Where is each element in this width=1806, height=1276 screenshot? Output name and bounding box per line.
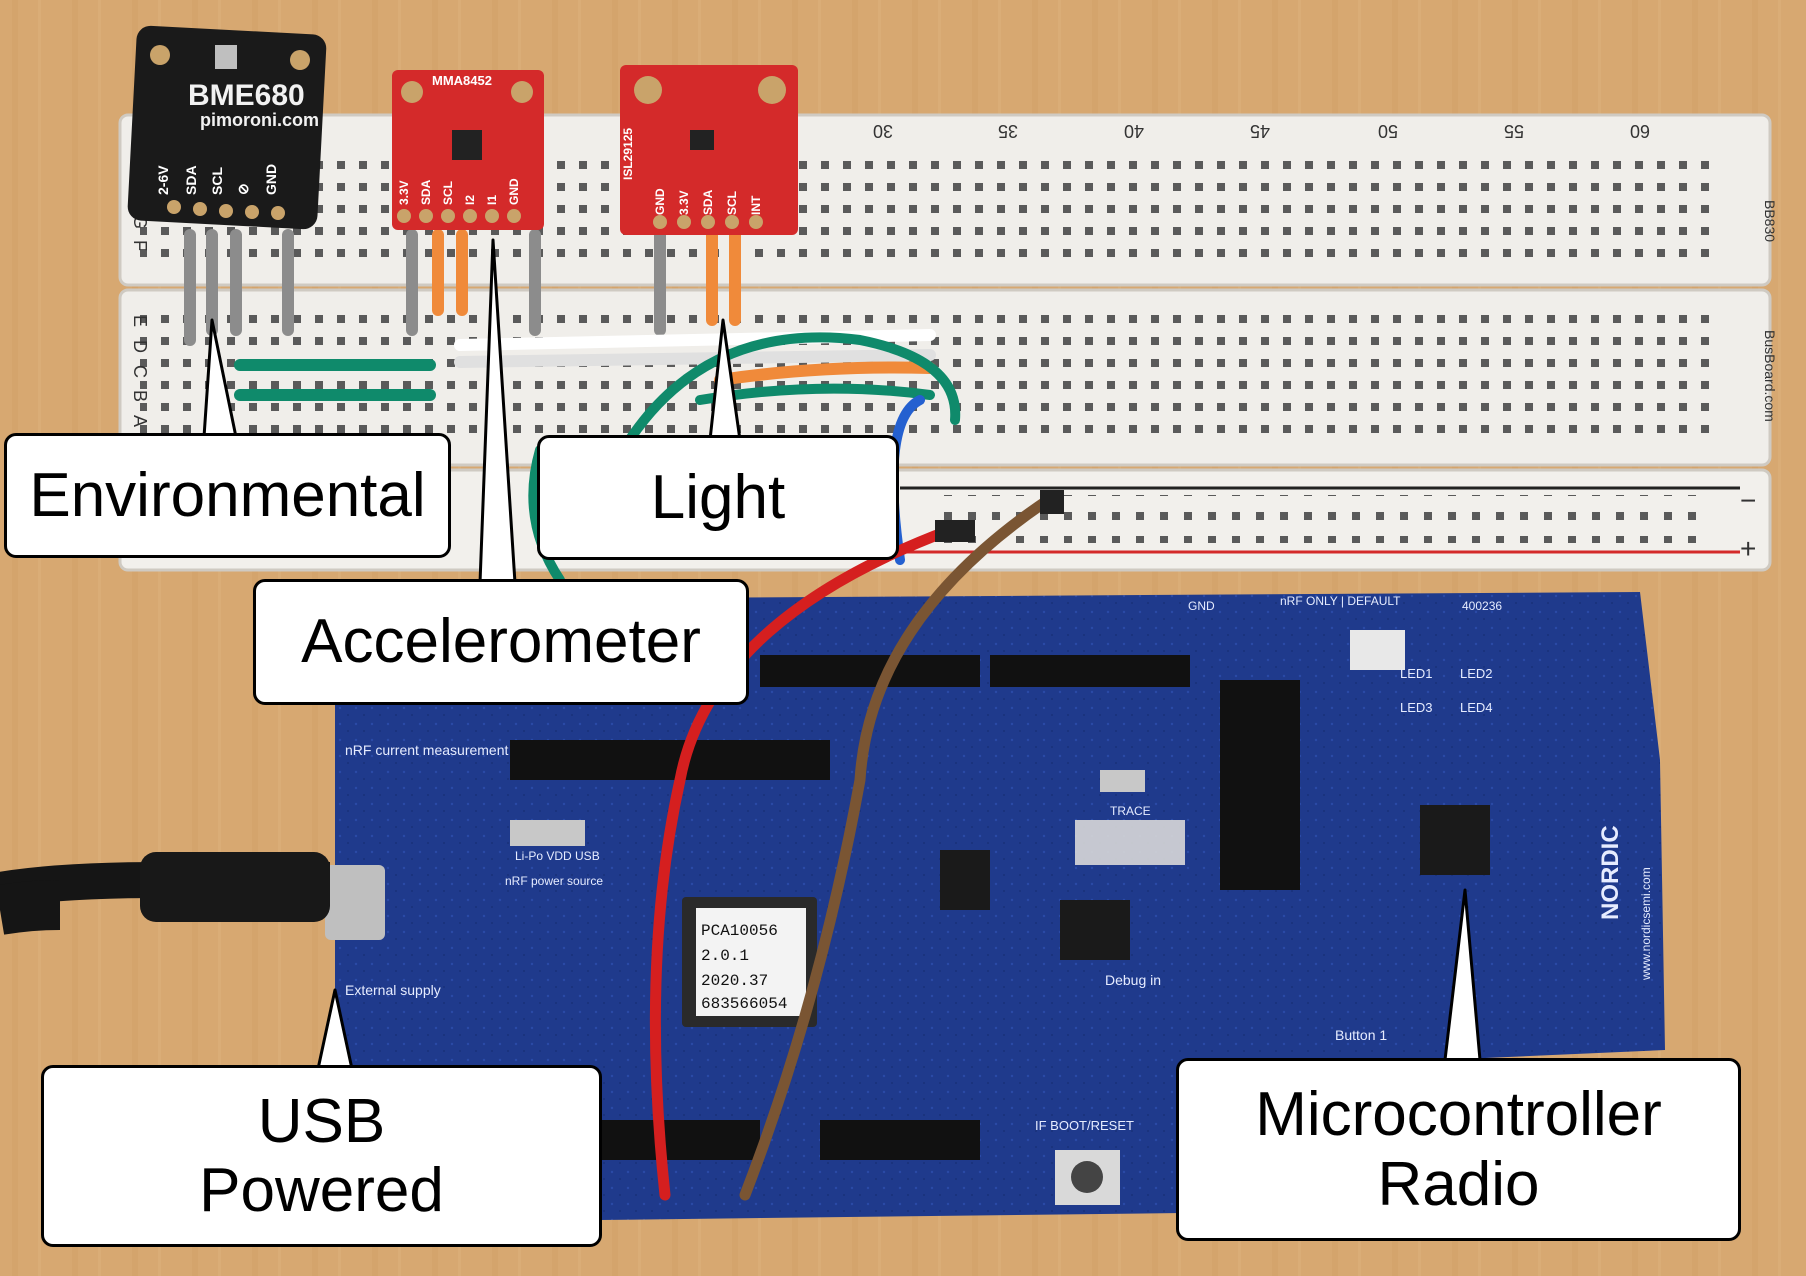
- svg-text:I1: I1: [485, 195, 499, 205]
- svg-text:55: 55: [1504, 121, 1524, 141]
- svg-text:E: E: [130, 315, 150, 327]
- svg-text:LED1: LED1: [1400, 666, 1433, 681]
- mma8452-module: MMA8452 3.3V SDA SCL I2 I1 GND: [392, 70, 544, 230]
- accelerometer-callout-label: Accelerometer: [301, 607, 701, 677]
- accelerometer-callout: Accelerometer: [253, 579, 749, 705]
- svg-text:LED4: LED4: [1460, 700, 1493, 715]
- nrf-current-label: nRF current measurement: [345, 742, 509, 758]
- svg-text:LED2: LED2: [1460, 666, 1493, 681]
- board-date-label: 2020.37: [701, 972, 768, 990]
- svg-text:ISL29125: ISL29125: [621, 128, 635, 180]
- usb-powered-callout: USB Powered: [41, 1065, 602, 1247]
- svg-text:40: 40: [1124, 121, 1144, 141]
- svg-text:SCL: SCL: [725, 191, 739, 215]
- svg-text:A: A: [130, 415, 150, 427]
- svg-text:LED3: LED3: [1400, 700, 1433, 715]
- rail-minus: −: [1740, 485, 1756, 516]
- breadboard: − + 30 35 40 45 50 55 60 H G F E D C B A…: [118, 113, 1778, 572]
- svg-text:B: B: [130, 390, 150, 402]
- bme680-module: BME680 pimoroni.com 2-6V SDA SCL ⊘ GND: [127, 25, 327, 230]
- svg-text:BME680: BME680: [188, 79, 305, 112]
- breadboard-wires: [184, 229, 961, 585]
- svg-text:30: 30: [873, 121, 893, 141]
- breadboard-model: BB830: [1762, 200, 1778, 242]
- breadboard-column-numbers: 30 35 40 45 50 55 60: [873, 121, 1650, 141]
- svg-text:C: C: [130, 365, 150, 378]
- svg-text:GND: GND: [263, 164, 279, 195]
- svg-text:3.3V: 3.3V: [677, 190, 691, 215]
- usb-powered-callout-label: USB Powered: [199, 1086, 444, 1225]
- nordic-logo-text: NORDIC: [1597, 825, 1624, 920]
- svg-text:2-6V: 2-6V: [155, 165, 171, 195]
- power-source-label: nRF power source: [505, 874, 603, 888]
- light-callout-label: Light: [650, 462, 786, 532]
- trace-label: TRACE: [1110, 804, 1151, 818]
- breadboard-brand: BusBoard.com: [1762, 330, 1778, 422]
- svg-text:SDA: SDA: [419, 179, 433, 205]
- external-supply-label: External supply: [345, 982, 441, 998]
- svg-text:SCL: SCL: [441, 181, 455, 205]
- svg-text:INT: INT: [749, 195, 763, 215]
- usb-cable: [0, 852, 330, 935]
- environmental-callout: Environmental: [4, 433, 451, 558]
- svg-text:pimoroni.com: pimoroni.com: [200, 110, 319, 130]
- svg-text:F: F: [130, 240, 150, 251]
- nrf-only-label: nRF ONLY | DEFAULT: [1280, 594, 1401, 608]
- svg-text:GND: GND: [653, 188, 667, 215]
- gnd-label: GND: [1188, 599, 1215, 613]
- board-id-label: 400236: [1462, 599, 1502, 613]
- rail-plus: +: [1740, 533, 1756, 564]
- environmental-callout-label: Environmental: [29, 460, 426, 530]
- boot-reset-label: IF BOOT/RESET: [1035, 1118, 1134, 1133]
- svg-text:I2: I2: [463, 195, 477, 205]
- button-label: Button 1: [1335, 1027, 1387, 1043]
- svg-text:D: D: [130, 340, 150, 353]
- debug-in-label: Debug in: [1105, 972, 1161, 988]
- svg-text:SDA: SDA: [183, 165, 199, 195]
- isl29125-module: ISL29125 GND 3.3V SDA SCL INT: [620, 65, 798, 235]
- svg-text:35: 35: [998, 121, 1018, 141]
- board-model-label: PCA10056: [701, 922, 778, 940]
- svg-text:GND: GND: [507, 178, 521, 205]
- power-wires: [649, 490, 1064, 1201]
- svg-text:SDA: SDA: [701, 189, 715, 215]
- svg-text:50: 50: [1378, 121, 1398, 141]
- board-version-label: 2.0.1: [701, 947, 749, 965]
- microcontroller-radio-callout-label: Microcontroller Radio: [1255, 1080, 1662, 1219]
- board-serial-label: 683566054: [701, 995, 787, 1013]
- svg-text:⊘: ⊘: [235, 183, 251, 195]
- power-options-label: Li-Po VDD USB: [515, 849, 600, 863]
- svg-text:MMA8452: MMA8452: [432, 73, 492, 88]
- nordic-website: www.nordicsemi.com: [1639, 867, 1653, 981]
- svg-text:3.3V: 3.3V: [397, 180, 411, 205]
- microcontroller-radio-callout: Microcontroller Radio: [1176, 1058, 1741, 1241]
- light-callout: Light: [537, 435, 899, 560]
- svg-text:60: 60: [1630, 121, 1650, 141]
- callout-pointers: [202, 238, 1482, 1071]
- svg-text:45: 45: [1250, 121, 1270, 141]
- svg-text:SCL: SCL: [209, 167, 225, 195]
